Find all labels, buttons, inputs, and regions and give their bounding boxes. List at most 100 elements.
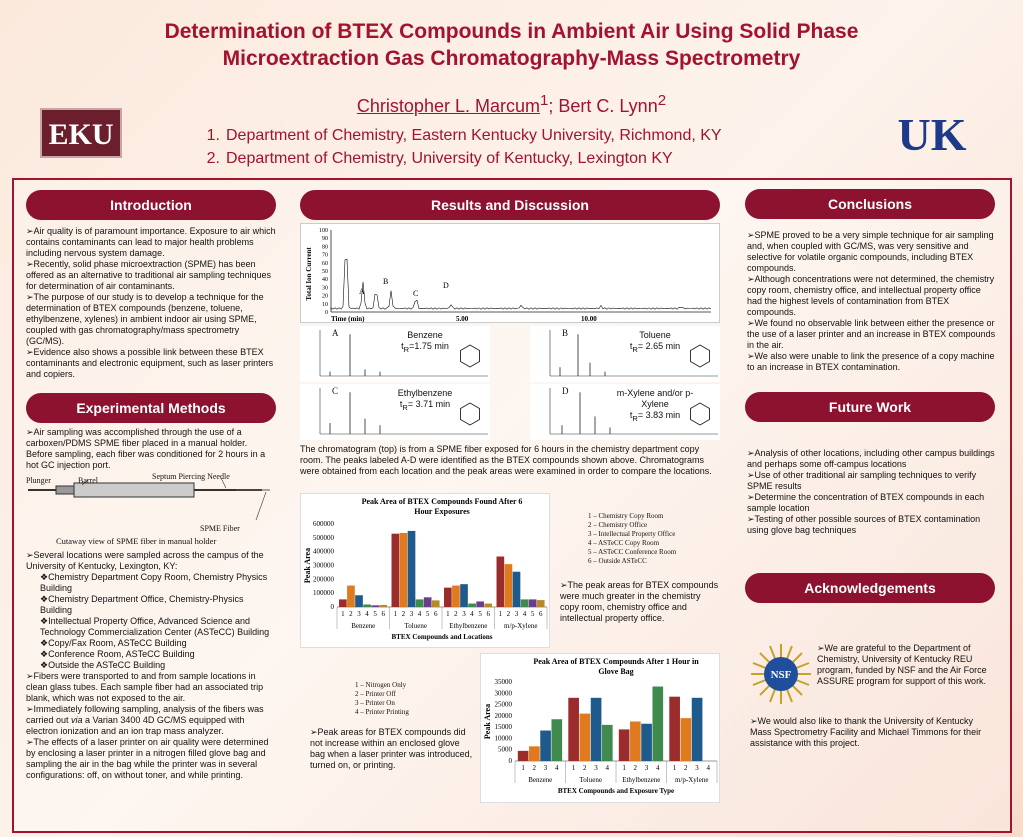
spectrum-plot [319,330,488,377]
spectrum-letter: A [332,328,339,338]
y-tick-label: 5000 [498,746,513,754]
future-header: Future Work [745,392,995,422]
bar [630,721,641,761]
chromatogram-peak-label: C [413,289,418,298]
bar [431,600,440,607]
group-label: Ethylbenzene [449,622,487,630]
x-tick-label: 5 [478,610,482,618]
y-tick-label: 35000 [495,678,513,686]
x-tick-label: 1 [622,764,626,772]
tr-sub: R [403,344,410,354]
benzene-ring-structure [460,344,480,368]
x-axis-label: BTEX Compounds and Exposure Type [558,787,674,795]
x-tick-label: 1 [521,764,525,772]
acknowledgements-header: Acknowledgements [745,573,995,603]
y-tick-label: 400000 [313,548,335,556]
bar [601,724,613,761]
introduction-header: Introduction [26,190,276,220]
affil-1-num: 1. [206,127,220,144]
tr-label: t [399,399,403,409]
conclusion-bullet: ➢We also were unable to link the presenc… [747,351,995,372]
location-item: ❖Chemistry Department Copy Room, Chemist… [40,572,268,593]
conclusions-header: Conclusions [745,189,995,219]
y-tick-label: 300000 [313,562,335,570]
x-tick-label: 1 [499,610,503,618]
y-tick-label: 15000 [495,723,513,731]
bar [460,584,468,607]
chart-6hour: Peak Area of BTEX Compounds Found After … [300,493,550,648]
intro-bullet: ➢Recently, solid phase microextraction (… [26,259,271,291]
uk-logo-text: UK [898,109,967,158]
chart-title-line: Peak Area of BTEX Compounds Found After … [362,497,523,506]
author-2-sup: 2 [657,92,667,109]
chromatogram-y-tick: 40 [322,277,328,283]
spme-fiber-diagram: Plunger Barrel Septum Piercing Needle SP… [26,470,276,550]
compound-name: Ethylbenzene [397,388,453,398]
nsf-logo: NSF [751,644,811,704]
bar [423,597,432,607]
x-tick-label: 4 [418,610,422,618]
group-label: Toluene [405,622,427,630]
barrel-body [73,482,195,498]
y-axis-label: Peak Area [303,548,312,583]
spectrum-plot [549,330,718,377]
chart-glovebag-svg: Peak Area of BTEX Compounds After 1 Hour… [483,657,718,795]
x-tick-label: 4 [470,610,474,618]
future-text: ➢Analysis of other locations, including … [747,448,997,536]
methods-p4-via: via [71,715,83,725]
bar [680,718,692,761]
x-tick-label: 5 [426,610,430,618]
chart-6hour-svg: Peak Area of BTEX Compounds Found After … [303,497,548,641]
x-tick-label: 6 [381,610,385,618]
group-label: m/p-Xylene [504,622,537,630]
plunger-head [55,485,75,495]
bar [496,556,505,607]
future-bullet: ➢Determine the concentration of BTEX com… [747,492,985,513]
x-tick-label: 4 [555,764,559,772]
retention-time: tR=1.75 min [380,341,470,355]
x-tick-label: 4 [656,764,660,772]
bar [444,587,452,607]
spectrum-letter: B [562,328,569,338]
conclusion-bullet: ➢We found no observable link between eit… [747,318,996,350]
x-tick-label: 6 [486,610,490,618]
tr-value: = 3.83 min [637,410,681,420]
ack-text-1: ➢We are grateful to the Department of Ch… [817,643,987,686]
location-item: ❖Copy/Fax Room, ASTeCC Building [40,638,187,648]
retention-time: tR= 3.71 min [380,399,470,413]
chart-title-line: Hour Exposures [414,507,470,516]
methods-p4-b: a Varian 3400 4D GC/MS equipped with ele… [26,715,245,736]
bar [452,585,460,607]
chromatogram-y-tick: 90 [322,236,328,242]
group-label: Toluene [580,776,602,784]
x-tick-label: 1 [446,610,450,618]
y-tick-label: 25000 [495,701,513,709]
x-tick-label: 5 [531,610,535,618]
y-tick-label: 100000 [313,589,335,597]
intro-bullet: ➢Air quality is of paramount importance.… [26,226,276,258]
chromatogram-y-tick: 20 [322,294,328,300]
methods-p4-a: ➢Immediately following sampling, analysi… [26,704,264,725]
chromatogram-y-tick: 80 [322,244,328,250]
retention-time: tR= 3.83 min [610,410,700,424]
chromatogram-peak-label: D [443,281,449,290]
bar [371,605,379,607]
y-tick-label: 500000 [313,534,335,542]
bar [590,697,602,761]
group-label: Ethylbenzene [622,776,660,784]
legend-item: 2 – Chemistry Office [588,521,648,529]
bar [504,564,513,607]
results-caption: The chromatogram (top) is from a SPME fi… [300,444,712,476]
chromatogram-x-tick: 10.00 [581,315,597,323]
x-tick-label: 2 [349,610,353,618]
y-tick-label: 0 [509,757,513,765]
chart-glovebag-legend: 1 – Nitrogen Only 2 – Printer Off 3 – Pr… [355,681,409,717]
bar [484,603,493,607]
x-axis-label: BTEX Compounds and Locations [392,633,493,641]
bar [579,713,591,761]
location-item: ❖Outside the ASTeCC Building [40,660,166,670]
future-bullet: ➢Analysis of other locations, including … [747,448,995,469]
